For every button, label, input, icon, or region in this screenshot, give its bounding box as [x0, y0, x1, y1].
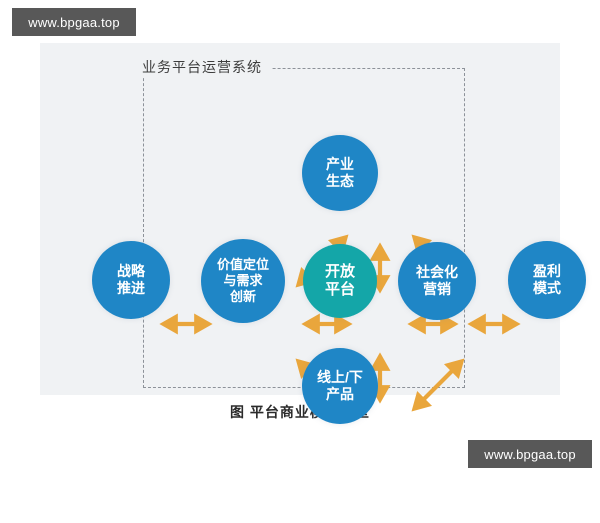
node-online-offline-products[interactable]: 线上/下 产品	[302, 348, 378, 424]
node-value-and-demand[interactable]: 价值定位 与需求 创新	[201, 239, 285, 323]
figure-caption: 图 平台商业模式模型	[230, 404, 370, 420]
node-strategy-advance-label: 战略 推进	[117, 262, 145, 296]
node-social-marketing-label: 社会化 营销	[416, 263, 458, 297]
figure-canvas: 业务平台运营系统	[40, 43, 586, 424]
node-open-platform-label: 开放 平台	[324, 262, 355, 298]
node-profit-model[interactable]: 盈利 模式	[508, 241, 586, 319]
node-profit-model-label: 盈利 模式	[533, 262, 561, 296]
node-value-and-demand-label: 价值定位 与需求 创新	[216, 257, 269, 304]
node-online-offline-products-label: 线上/下 产品	[317, 368, 363, 402]
system-boundary-box	[143, 68, 465, 388]
watermark-bottom-right: www.bpgaa.top	[468, 440, 592, 468]
system-boundary-title: 业务平台运营系统	[132, 57, 272, 77]
node-industry-ecosystem[interactable]: 产业 生态	[302, 135, 378, 211]
watermark-top-left: www.bpgaa.top	[12, 8, 136, 36]
node-social-marketing[interactable]: 社会化 营销	[398, 242, 476, 320]
node-industry-ecosystem-label: 产业 生态	[326, 155, 354, 189]
node-strategy-advance[interactable]: 战略 推进	[92, 241, 170, 319]
node-open-platform[interactable]: 开放 平台	[303, 244, 377, 318]
